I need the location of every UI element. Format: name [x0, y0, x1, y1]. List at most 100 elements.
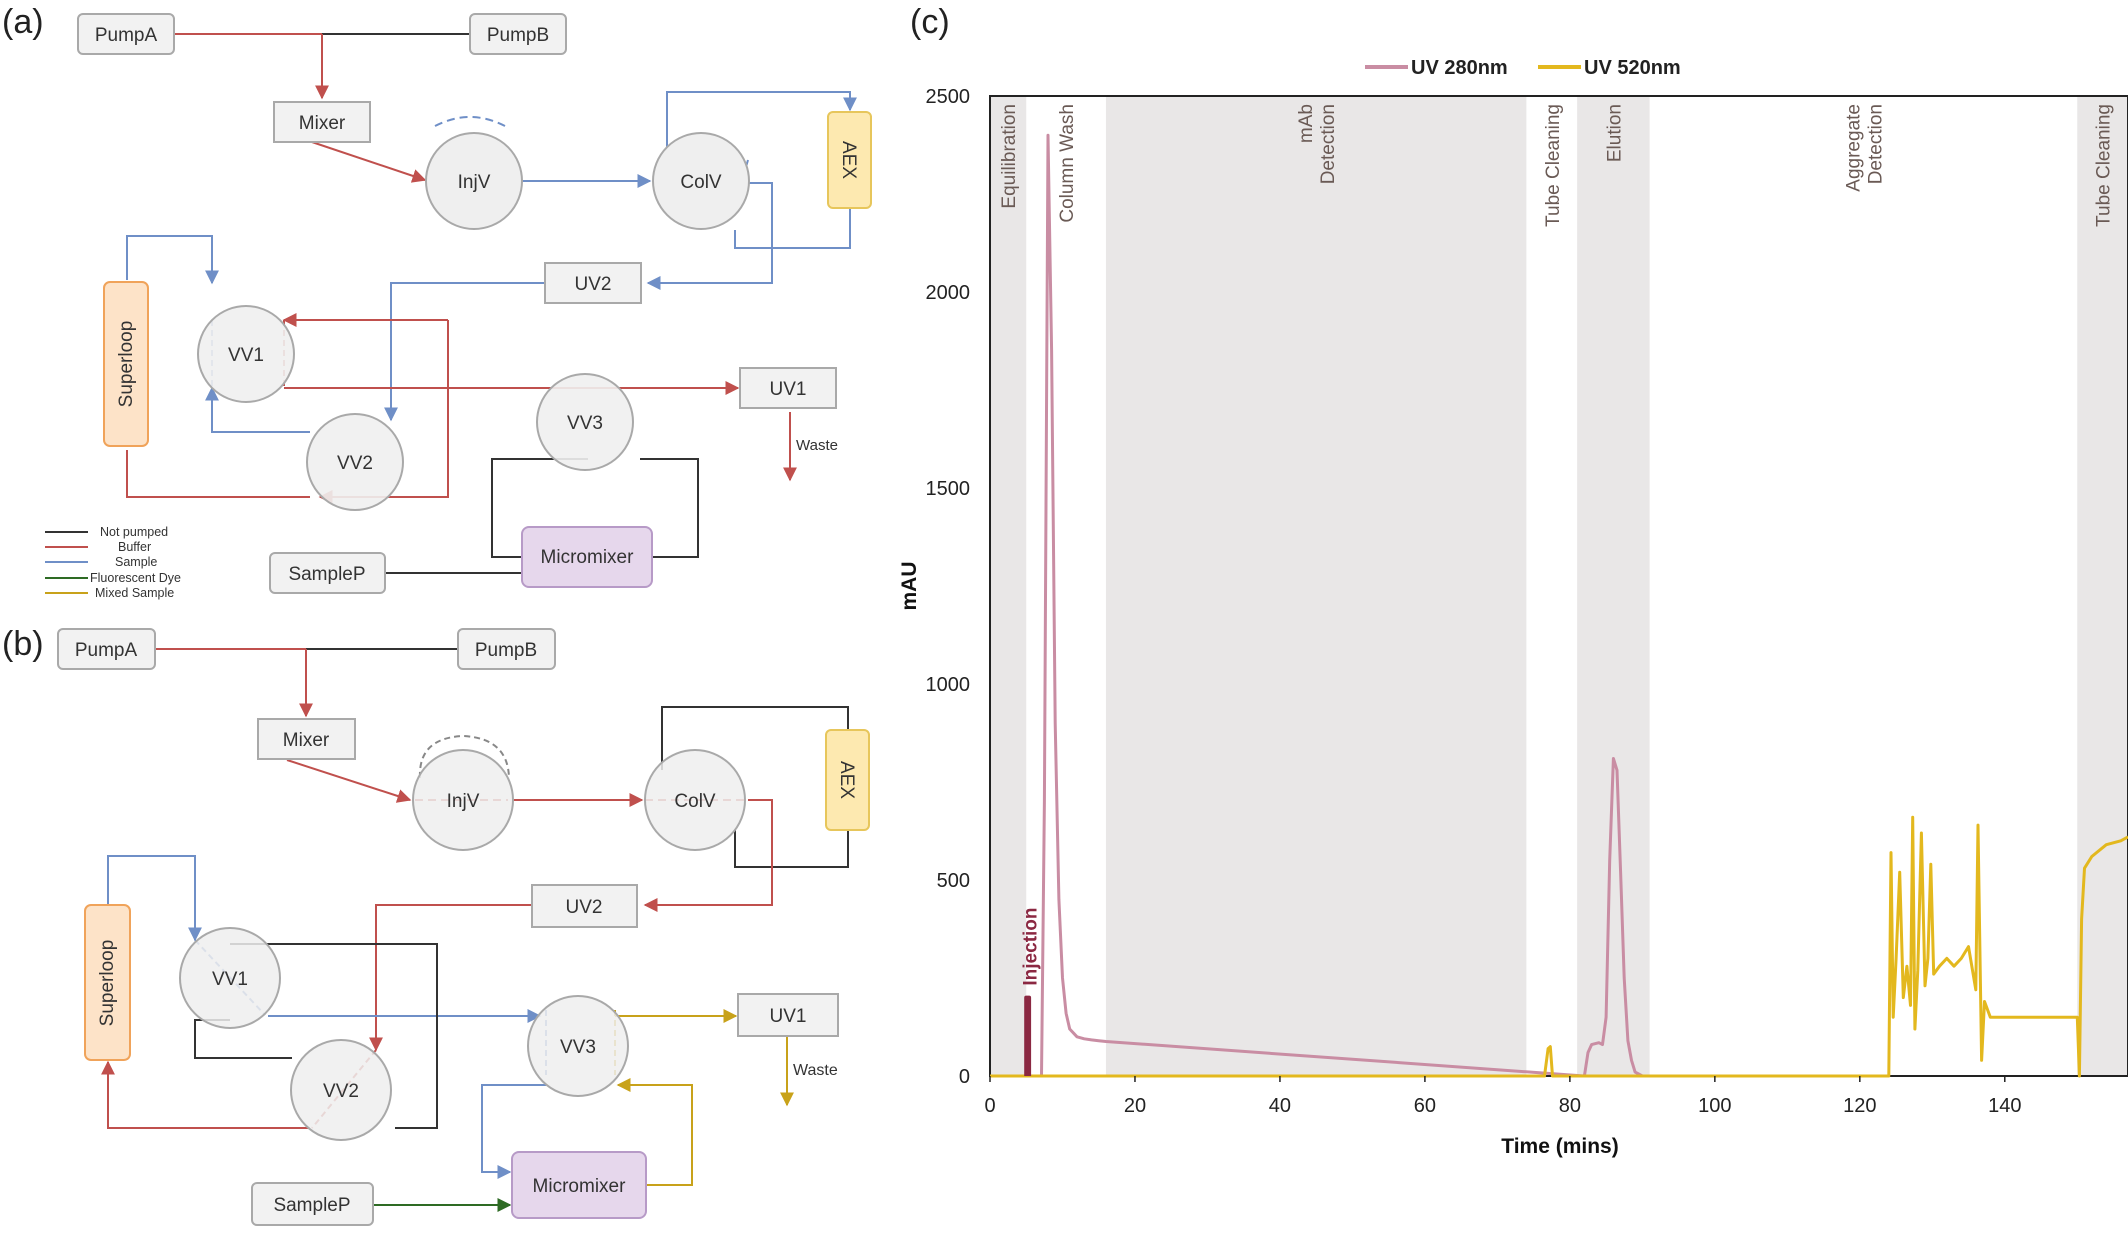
sample-pump-b: SampleP	[251, 1182, 374, 1226]
colv-to-aex-line-b	[661, 706, 849, 770]
diagram-b: (b)	[2, 625, 870, 1226]
mixer-to-injv-line	[299, 137, 427, 183]
chart-legend: UV 280nm UV 520nm	[1365, 57, 1681, 79]
colv-valve: ColV	[652, 132, 750, 230]
vv1-to-superloop-line	[126, 235, 219, 285]
phase-label-line: Column Wash	[1057, 104, 1078, 223]
vv3-valve-b: VV3	[527, 995, 629, 1097]
micromixer: Micromixer	[521, 526, 653, 588]
waste-label-a: Waste	[796, 437, 838, 454]
panel-label-a: (a)	[2, 3, 44, 41]
micromixer-label-b: Micromixer	[533, 1176, 627, 1197]
pump-b-label-b: PumpB	[475, 640, 537, 661]
vv1-valve-b: VV1	[179, 927, 281, 1029]
injection-annotation: Injection	[1021, 907, 1042, 985]
micromixer-label: Micromixer	[541, 547, 635, 568]
micromixer-b: Micromixer	[511, 1151, 647, 1219]
phase-label-line: Tube Cleaning	[1543, 104, 1564, 227]
pump-a-box-b: PumpA	[57, 628, 156, 670]
panel-label-b: (b)	[2, 625, 44, 663]
pump-b-label: PumpB	[487, 25, 549, 46]
micromixer-return-line	[640, 458, 699, 558]
phase-label-line: Tube Cleaning	[2094, 104, 2115, 227]
aex-label: AEX	[838, 141, 859, 179]
pump-a-box: PumpA	[77, 13, 175, 55]
vv3-to-micromixer-line	[491, 458, 588, 558]
uv2-label: UV2	[575, 274, 612, 295]
superloop-b: Superloop	[84, 904, 131, 1061]
x-tick-label: 20	[1124, 1095, 1146, 1117]
phase-label-line: Detection	[1865, 104, 1886, 184]
legend-a: Not pumped Buffer Sample Fluorescent Dye…	[45, 525, 181, 600]
pump-b-box-b: PumpB	[457, 628, 556, 670]
samplep-label-b: SampleP	[273, 1195, 350, 1216]
legend-dye: Fluorescent Dye	[90, 571, 181, 585]
series-line-uv-520nm	[990, 815, 2128, 1078]
vv2-valve: VV2	[306, 413, 404, 511]
pump-a-label-b: PumpA	[75, 640, 138, 661]
vv3-valve: VV3	[536, 373, 634, 471]
phase-label-line: Aggregate	[1843, 104, 1864, 192]
phase-label-line: Elution	[1604, 104, 1625, 162]
legend-not-pumped: Not pumped	[100, 525, 168, 539]
vv2-to-vv1-line	[205, 386, 310, 433]
vv3-label-b: VV3	[560, 1037, 596, 1058]
vv1-valve: VV1	[197, 305, 295, 403]
vv3-to-micromixer-line-b	[481, 1084, 546, 1179]
vv1-label: VV1	[228, 345, 264, 366]
waste-label-b: Waste	[793, 1062, 838, 1079]
colv-to-uv2-line	[646, 182, 773, 290]
phase-band-2	[1105, 96, 1527, 1076]
aex-column: AEX	[827, 111, 872, 209]
injv-label-b: InjV	[447, 791, 480, 812]
y-tick-label: 2000	[926, 282, 971, 304]
legend-sample: Sample	[115, 555, 157, 569]
y-tick-label: 1000	[926, 674, 971, 696]
x-tick-label: 100	[1698, 1095, 1731, 1117]
uv1-detector: UV1	[739, 367, 837, 409]
x-axis-label: Time (mins)	[1501, 1135, 1618, 1158]
aex-column-b: AEX	[825, 729, 870, 831]
y-tick-label: 1500	[926, 478, 971, 500]
vv2-label: VV2	[337, 453, 373, 474]
vv2-to-superloop-line-b	[101, 1060, 310, 1129]
superloop-label-b: Superloop	[97, 940, 118, 1027]
y-tick-label: 500	[937, 870, 970, 892]
phase-label-1: Column Wash	[1057, 104, 1078, 223]
uv1-detector-b: UV1	[737, 993, 839, 1037]
vv3-label: VV3	[567, 413, 603, 434]
samplep-label: SampleP	[288, 564, 365, 585]
series-layer: Injection	[990, 133, 2128, 1078]
colv-label-b: ColV	[674, 791, 716, 812]
superloop-to-vv2-line	[126, 450, 310, 498]
injv-valve: InjV	[425, 132, 523, 230]
colv-to-aex-line	[666, 91, 857, 150]
uv2-label-b: UV2	[566, 897, 603, 918]
superloop: Superloop	[103, 281, 149, 447]
phase-label-line: Detection	[1318, 104, 1339, 184]
injv-loop	[434, 116, 506, 127]
colv-label: ColV	[680, 172, 722, 193]
phase-label-3: Tube Cleaning	[1543, 104, 1564, 227]
phase-label-line: mAb	[1296, 104, 1317, 143]
micromixer-return-line-b	[616, 1078, 693, 1186]
legend-uv520: UV 520nm	[1584, 57, 1681, 79]
phase-band-0	[990, 96, 1027, 1076]
vv1-vv2-loop-b	[230, 943, 438, 1129]
vv2-valve-b: VV2	[290, 1039, 392, 1141]
phase-label-0: Equilibration	[999, 104, 1020, 209]
colv-valve-b: ColV	[644, 749, 746, 851]
superloop-label: Superloop	[116, 321, 137, 408]
injv-loop-b	[418, 734, 510, 779]
phase-label-6: Tube Cleaning	[2094, 104, 2115, 227]
pump-a-label: PumpA	[95, 25, 158, 46]
legend-uv280: UV 280nm	[1411, 57, 1508, 79]
vv1-label-b: VV1	[212, 969, 248, 990]
uv2-detector: UV2	[544, 262, 642, 304]
uv2-detector-b: UV2	[531, 884, 638, 928]
